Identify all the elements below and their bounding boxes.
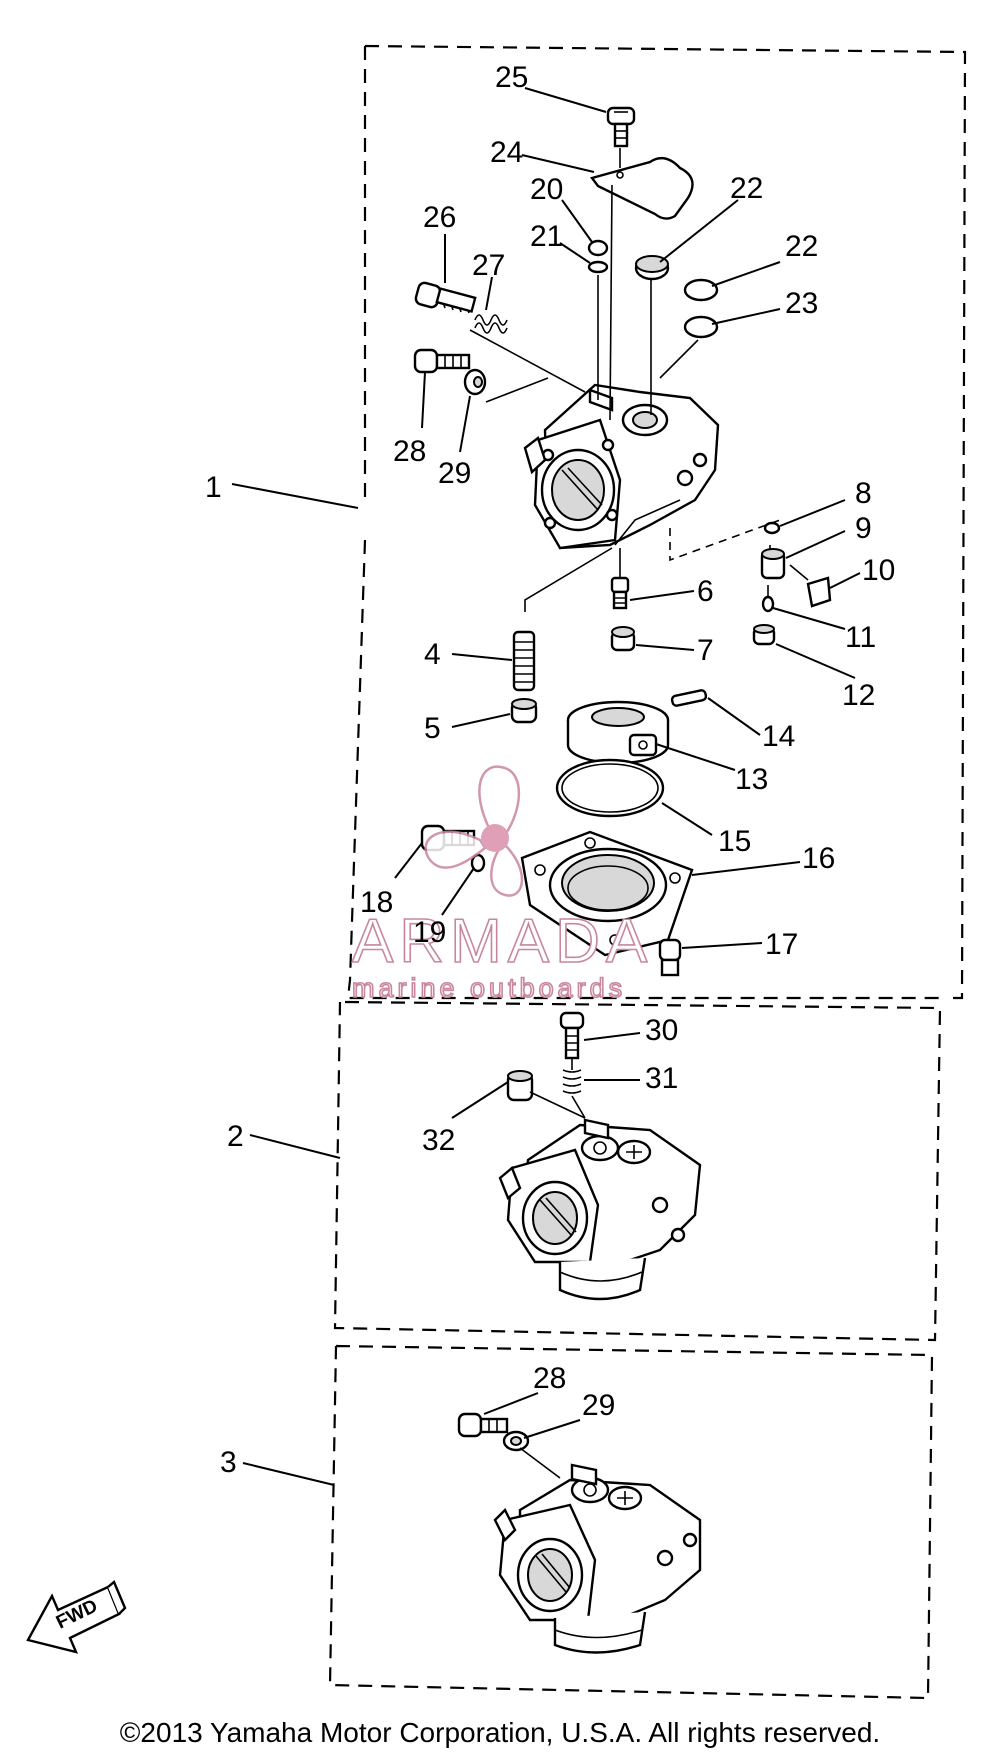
assembly-box-1 [346, 44, 967, 1000]
gasket-23-icon [683, 315, 719, 339]
assembly-box-3 [328, 1344, 934, 1700]
callout-8: 8 [855, 477, 872, 510]
callout-9: 9 [855, 512, 872, 545]
callout-24: 24 [490, 136, 523, 169]
callout-7: 7 [697, 634, 714, 667]
washer-29-icon [463, 368, 487, 396]
o-ring-8-icon [763, 521, 781, 535]
cap-32-icon [506, 1070, 534, 1102]
o-ring-11-icon [761, 595, 775, 613]
callout-28: 28 [393, 435, 426, 468]
screw-25-icon [606, 106, 636, 148]
callout-1: 1 [205, 471, 222, 504]
callout-28b: 28 [533, 1362, 566, 1395]
callout-21: 21 [530, 220, 563, 253]
plug-22b-icon [683, 278, 719, 302]
washer-29b-icon [502, 1430, 530, 1452]
clip-10-icon [806, 576, 832, 608]
assembly-lines-1 [469, 148, 809, 612]
gasket-15-icon [555, 758, 665, 818]
callout-12: 12 [842, 679, 875, 712]
callout-6: 6 [697, 575, 714, 608]
main-nozzle-4-icon [512, 630, 536, 692]
forward-arrow-icon: FWD [26, 1580, 127, 1654]
plug-12-icon [752, 624, 776, 646]
pilot-screw-26-icon [414, 281, 477, 314]
callout-29: 29 [438, 457, 471, 490]
callout-16: 16 [802, 842, 835, 875]
carburetor-body-3-icon [493, 1463, 702, 1654]
callout-11: 11 [845, 621, 876, 654]
float-bowl-16-icon [520, 830, 694, 957]
callout-22a: 22 [730, 172, 763, 205]
plug-20-icon [587, 239, 609, 257]
jet-5-icon [510, 698, 538, 724]
spring-31-icon [562, 1069, 582, 1094]
callout-32: 32 [422, 1124, 455, 1157]
plunger-9-icon [760, 548, 786, 580]
callout-labels: 25 24 20 21 22 22 23 26 27 28 29 1 8 9 1… [205, 61, 895, 1479]
assembly-box-2 [333, 1000, 942, 1342]
callout-30: 30 [645, 1014, 678, 1047]
callout-3: 3 [220, 1446, 237, 1479]
callout-14: 14 [762, 720, 795, 753]
watermark-brand: ARMADA [352, 907, 653, 976]
callout-31: 31 [645, 1062, 678, 1095]
leader-lines [231, 87, 861, 1486]
spring-27-icon [474, 314, 508, 326]
screw-30-icon [559, 1011, 585, 1060]
callout-18: 18 [360, 886, 393, 919]
screw-28-icon [413, 348, 471, 374]
callout-15: 15 [718, 825, 751, 858]
callout-4: 4 [424, 638, 441, 671]
float-13-icon [566, 700, 670, 765]
plug-22-icon [634, 255, 670, 281]
carburetor-body-1-icon [523, 383, 720, 550]
callout-23: 23 [785, 287, 818, 320]
screw-17-icon [658, 938, 682, 977]
watermark-tagline: marine outboards [352, 973, 626, 1003]
callout-17: 17 [765, 928, 798, 961]
callout-25: 25 [495, 61, 528, 94]
copyright-notice: ©2013 Yamaha Motor Corporation, U.S.A. A… [119, 1717, 881, 1748]
callout-13: 13 [735, 763, 768, 796]
carburetor-body-2-icon [498, 1118, 702, 1301]
cover-plate-24-icon [589, 156, 694, 220]
washer-21-icon [587, 260, 609, 274]
float-pin-14-icon [670, 689, 708, 707]
callout-27: 27 [472, 249, 505, 282]
main-jet-6-icon [610, 576, 630, 610]
callout-22b: 22 [785, 230, 818, 263]
callout-2: 2 [227, 1120, 244, 1153]
callout-5: 5 [424, 712, 441, 745]
callout-20: 20 [530, 173, 563, 206]
callout-19: 19 [413, 916, 446, 949]
o-ring-19-icon [470, 853, 486, 873]
callout-10: 10 [862, 554, 895, 587]
callout-29b: 29 [582, 1389, 615, 1422]
screw-28b-icon [457, 1412, 509, 1438]
callout-26: 26 [423, 201, 456, 234]
drain-plug-7-icon [610, 626, 636, 652]
propeller-logo-icon [424, 765, 524, 897]
